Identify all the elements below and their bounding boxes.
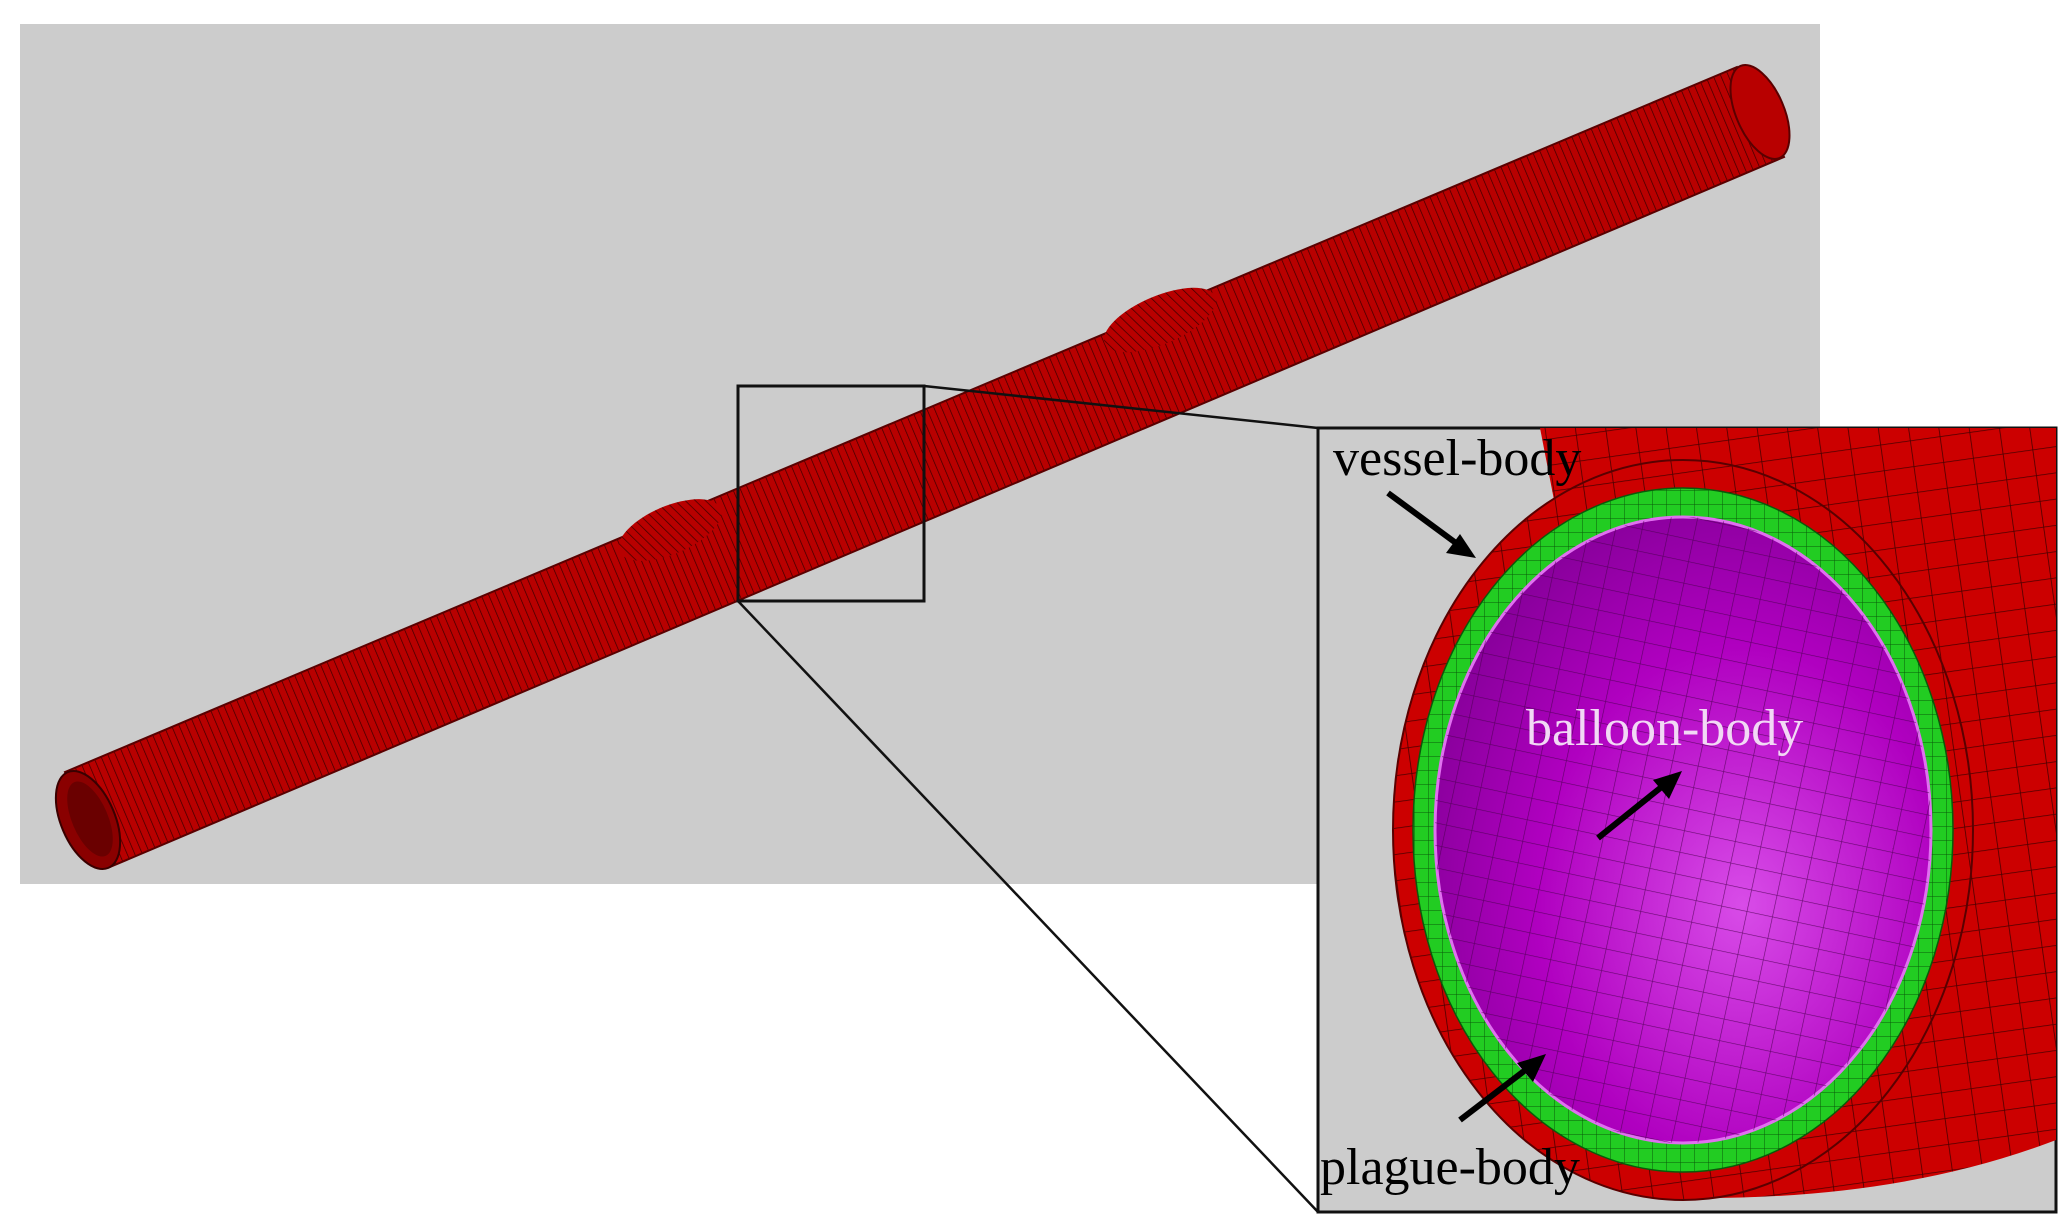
zoom-connector-bottom [737,600,1319,1213]
zoom-selection-box [736,384,926,603]
zoom-connector-top [923,384,1319,430]
balloon-arrow [1596,771,1682,841]
tube-far-end [1729,64,1791,160]
balloon-label: balloon-body [1526,700,1803,757]
vessel-arrow [1386,490,1476,558]
zoom-inset [1316,426,2058,1214]
vessel-label: vessel-body [1333,430,1581,487]
plague-arrow [1458,1054,1546,1123]
plague-label: plague-body [1320,1139,1580,1196]
